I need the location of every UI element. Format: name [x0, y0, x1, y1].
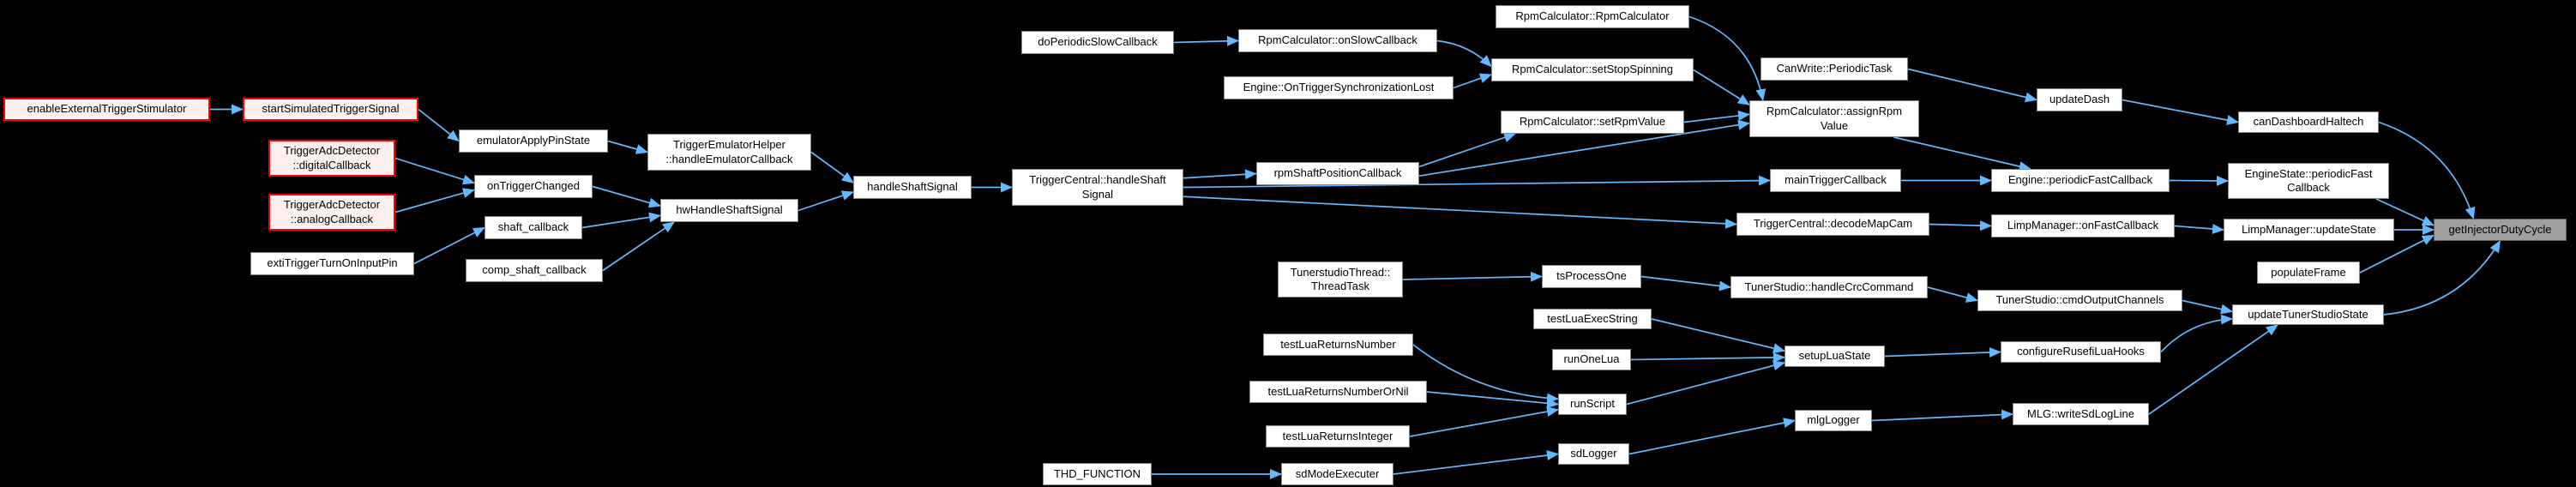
edge-sdlogger-to-mlglogger [1628, 418, 1796, 455]
edge-rpmshaftpositioncallback-to-rpmcalculator-setrpmvalue [1418, 132, 1517, 168]
node-tunerstudio-cmdoutputchannels[interactable]: TunerStudio::cmdOutputChannels [1977, 290, 2182, 311]
edge-emulatorapplypinstate-to-triggeremulatorhelper-handleemulatorcallback [607, 140, 648, 154]
edge-mlg-writesdlogline-to-updatetunerstudiostate [2148, 324, 2278, 415]
node-tunerstudiothread-threadtask[interactable]: TunerstudioThread:: ThreadTask [1278, 262, 1403, 298]
node-triggeradcdetector-analogcallback[interactable]: TriggerAdcDetector ::analogCallback [268, 194, 395, 231]
node-startsimulatedtriggersignal[interactable]: startSimulatedTriggerSignal [243, 98, 418, 121]
node-emulatorapplypinstate[interactable]: emulatorApplyPinState [459, 129, 608, 153]
node-testluaexecstring[interactable]: testLuaExecString [1533, 309, 1652, 329]
node-extitriggerturnoninputpin[interactable]: extiTriggerTurnOnInputPin [250, 252, 414, 275]
edge-rpmcalculator-onslowcallback-to-rpmcalculator-setstopspinning [1436, 39, 1492, 68]
node-rpmcalculator-setstopspinning[interactable]: RpmCalculator::setStopSpinning [1491, 58, 1694, 81]
edge-updatetunerstudiostate-to-getinjectordutycycle [2383, 240, 2501, 316]
edge-configurerusefiluahooks-to-updatetunerstudiostate [2160, 314, 2233, 353]
edge-canwrite-periodictask-to-updatedash [1907, 68, 2037, 103]
edge-testluareturnsnumber-to-runscript [1412, 344, 1559, 404]
edge-enginestate-periodicfastcallback-to-getinjectordutycycle [2375, 198, 2435, 226]
edge-startsimulatedtriggersignal-to-emulatorapplypinstate [418, 108, 460, 142]
node-maintriggercallback[interactable]: mainTriggerCallback [1770, 169, 1901, 192]
edge-engine-periodicfastcallback-to-enginestate-periodicfastcallback [2169, 175, 2229, 186]
node-rpmcalculator-assignrpmvalue[interactable]: RpmCalculator::assignRpm Value [1749, 100, 1919, 137]
edge-mlglogger-to-mlg-writesdlogline [1871, 409, 2013, 422]
node-triggeremulatorhelper-handleemulatorcallback[interactable]: TriggerEmulatorHelper ::handleEmulatorCa… [647, 134, 811, 171]
node-limpmanager-onfastcallback[interactable]: LimpManager::onFastCallback [1991, 214, 2175, 237]
edge-engine-ontriggersynchronizationlost-to-rpmcalculator-setstopspinning [1453, 73, 1492, 89]
edge-candashboardhaltech-to-getinjectordutycycle [2378, 121, 2476, 219]
edge-setupluastate-to-configurerusefiluahooks [1884, 346, 2001, 358]
node-enableexternaltriggerstimulator[interactable]: enableExternalTriggerStimulator [3, 98, 210, 121]
edge-hwhandleshaftsignal-to-handleshaftsignal [797, 190, 854, 212]
edge-limpmanager-onfastcallback-to-limpmanager-updatestate [2174, 223, 2224, 234]
node-doperiodicslowcallback[interactable]: doPeriodicSlowCallback [1021, 31, 1174, 54]
edge-rpmcalculator-assignrpmvalue-to-engine-periodicfastcallback [1893, 136, 2031, 171]
node-populateframe[interactable]: populateFrame [2257, 262, 2360, 284]
node-enginestate-periodicfastcallback[interactable]: EngineState::periodicFast Callback [2228, 163, 2389, 199]
edge-triggeradcdetector-digitalcallback-to-ontriggerchanged [394, 157, 475, 185]
node-tsprocessone[interactable]: tsProcessOne [1542, 265, 1641, 288]
node-configurerusefiluahooks[interactable]: configureRusefiLuaHooks [2001, 341, 2161, 363]
node-runscript[interactable]: runScript [1558, 394, 1627, 415]
edge-triggercentral-handleshaftsignal-to-triggercentral-decodemapcam [1183, 195, 1737, 229]
node-comp-shaft-callback[interactable]: comp_shaft_callback [466, 259, 603, 282]
node-updatetunerstudiostate[interactable]: updateTunerStudioState [2232, 304, 2384, 325]
node-mlglogger[interactable]: mlgLogger [1795, 410, 1872, 431]
node-setupluastate[interactable]: setupLuaState [1785, 346, 1885, 367]
node-canwrite-periodictask[interactable]: CanWrite::PeriodicTask [1760, 57, 1908, 81]
edge-tunerstudio-handlecrccommand-to-tunerstudio-cmdoutputchannels [1927, 286, 1978, 303]
node-triggercentral-decodemapcam[interactable]: TriggerCentral::decodeMapCam [1736, 213, 1929, 236]
node-thd-function[interactable]: THD_FUNCTION [1043, 463, 1152, 485]
edge-triggeremulatorhelper-handleemulatorcallback-to-handleshaftsignal [810, 151, 854, 183]
edge-ontriggerchanged-to-hwhandleshaftsignal [592, 185, 661, 208]
edge-triggercentral-decodemapcam-to-limpmanager-onfastcallback [1929, 220, 1992, 231]
node-mlg-writesdlogline[interactable]: MLG::writeSdLogLine [2013, 403, 2149, 425]
node-rpmcalculator-rpmcalculator[interactable]: RpmCalculator::RpmCalculator [1496, 5, 1689, 28]
node-runonelua[interactable]: runOneLua [1552, 349, 1631, 370]
node-testluareturnsnumber[interactable]: testLuaReturnsNumber [1263, 334, 1413, 356]
edge-populateframe-to-getinjectordutycycle [2359, 234, 2435, 274]
edge-runscript-to-setupluastate [1626, 360, 1785, 406]
edge-doperiodicslowcallback-to-rpmcalculator-onslowcallback [1173, 35, 1239, 46]
edge-triggercentral-handleshaftsignal-to-maintriggercallback [1183, 175, 1771, 189]
node-engine-ontriggersynchronizationlost[interactable]: Engine::OnTriggerSynchronizationLost [1224, 76, 1454, 99]
edge-updatedash-to-candashboardhaltech [2122, 99, 2239, 125]
node-sdlogger[interactable]: sdLogger [1558, 443, 1629, 465]
node-shaft-callback[interactable]: shaft_callback [485, 216, 582, 239]
node-limpmanager-updatestate[interactable]: LimpManager::updateState [2224, 219, 2394, 241]
edge-rpmcalculator-setrpmvalue-to-rpmcalculator-assignrpmvalue [1683, 110, 1750, 123]
node-rpmcalculator-setrpmvalue[interactable]: RpmCalculator::setRpmValue [1501, 111, 1684, 134]
node-triggeradcdetector-digitalcallback[interactable]: TriggerAdcDetector ::digitalCallback [268, 140, 395, 177]
edge-testluaexecstring-to-setupluastate [1651, 318, 1785, 354]
edge-testluareturnsinteger-to-runscript [1409, 406, 1559, 437]
node-tunerstudio-handlecrccommand[interactable]: TunerStudio::handleCrcCommand [1730, 276, 1928, 298]
edge-rpmshaftpositioncallback-to-rpmcalculator-assignrpmvalue [1418, 119, 1750, 177]
edge-sdmodeexecuter-to-sdlogger [1393, 450, 1559, 475]
node-ontriggerchanged[interactable]: onTriggerChanged [474, 175, 593, 198]
node-handleshaftsignal[interactable]: handleShaftSignal [853, 176, 972, 199]
node-sdmodeexecuter[interactable]: sdModeExecuter [1281, 463, 1393, 485]
edge-tunerstudiothread-threadtask-to-tsprocessone [1402, 271, 1543, 282]
node-engine-periodicfastcallback[interactable]: Engine::periodicFastCallback [1991, 169, 2170, 192]
edge-extitriggerturnoninputpin-to-shaft-callback [413, 226, 485, 265]
edge-tunerstudio-cmdoutputchannels-to-updatetunerstudiostate [2182, 299, 2233, 315]
node-testluareturnsnumberornil[interactable]: testLuaReturnsNumberOrNil [1249, 381, 1427, 403]
node-triggercentral-handleshaftsignal[interactable]: TriggerCentral::handleShaft Signal [1012, 169, 1183, 206]
edge-tsprocessone-to-tunerstudio-handlecrccommand [1640, 275, 1731, 292]
edge-shaft-callback-to-hwhandleshaftsignal [581, 212, 661, 229]
edge-comp-shaft-callback-to-hwhandleshaftsignal [602, 221, 675, 272]
edge-rpmcalculator-rpmcalculator-to-rpmcalculator-assignrpmvalue [1688, 15, 1766, 101]
node-updatedash[interactable]: updateDash [2037, 88, 2122, 111]
node-hwhandleshaftsignal[interactable]: hwHandleShaftSignal [660, 199, 798, 222]
node-candashboardhaltech[interactable]: canDashboardHaltech [2238, 111, 2379, 133]
edge-triggercentral-handleshaftsignal-to-rpmshaftpositioncallback [1183, 169, 1257, 180]
node-rpmshaftpositioncallback[interactable]: rpmShaftPositionCallback [1256, 162, 1419, 185]
edge-rpmcalculator-setstopspinning-to-rpmcalculator-assignrpmvalue [1693, 69, 1750, 105]
edge-triggeradcdetector-analogcallback-to-ontriggerchanged [394, 188, 475, 213]
edge-runonelua-to-setupluastate [1630, 352, 1785, 363]
node-testluareturnsinteger[interactable]: testLuaReturnsInteger [1266, 425, 1410, 448]
node-rpmcalculator-onslowcallback[interactable]: RpmCalculator::onSlowCallback [1238, 29, 1437, 52]
edge-testluareturnsnumberornil-to-runscript [1426, 391, 1559, 409]
node-getinjectordutycycle: getInjectorDutyCycle [2434, 219, 2567, 241]
